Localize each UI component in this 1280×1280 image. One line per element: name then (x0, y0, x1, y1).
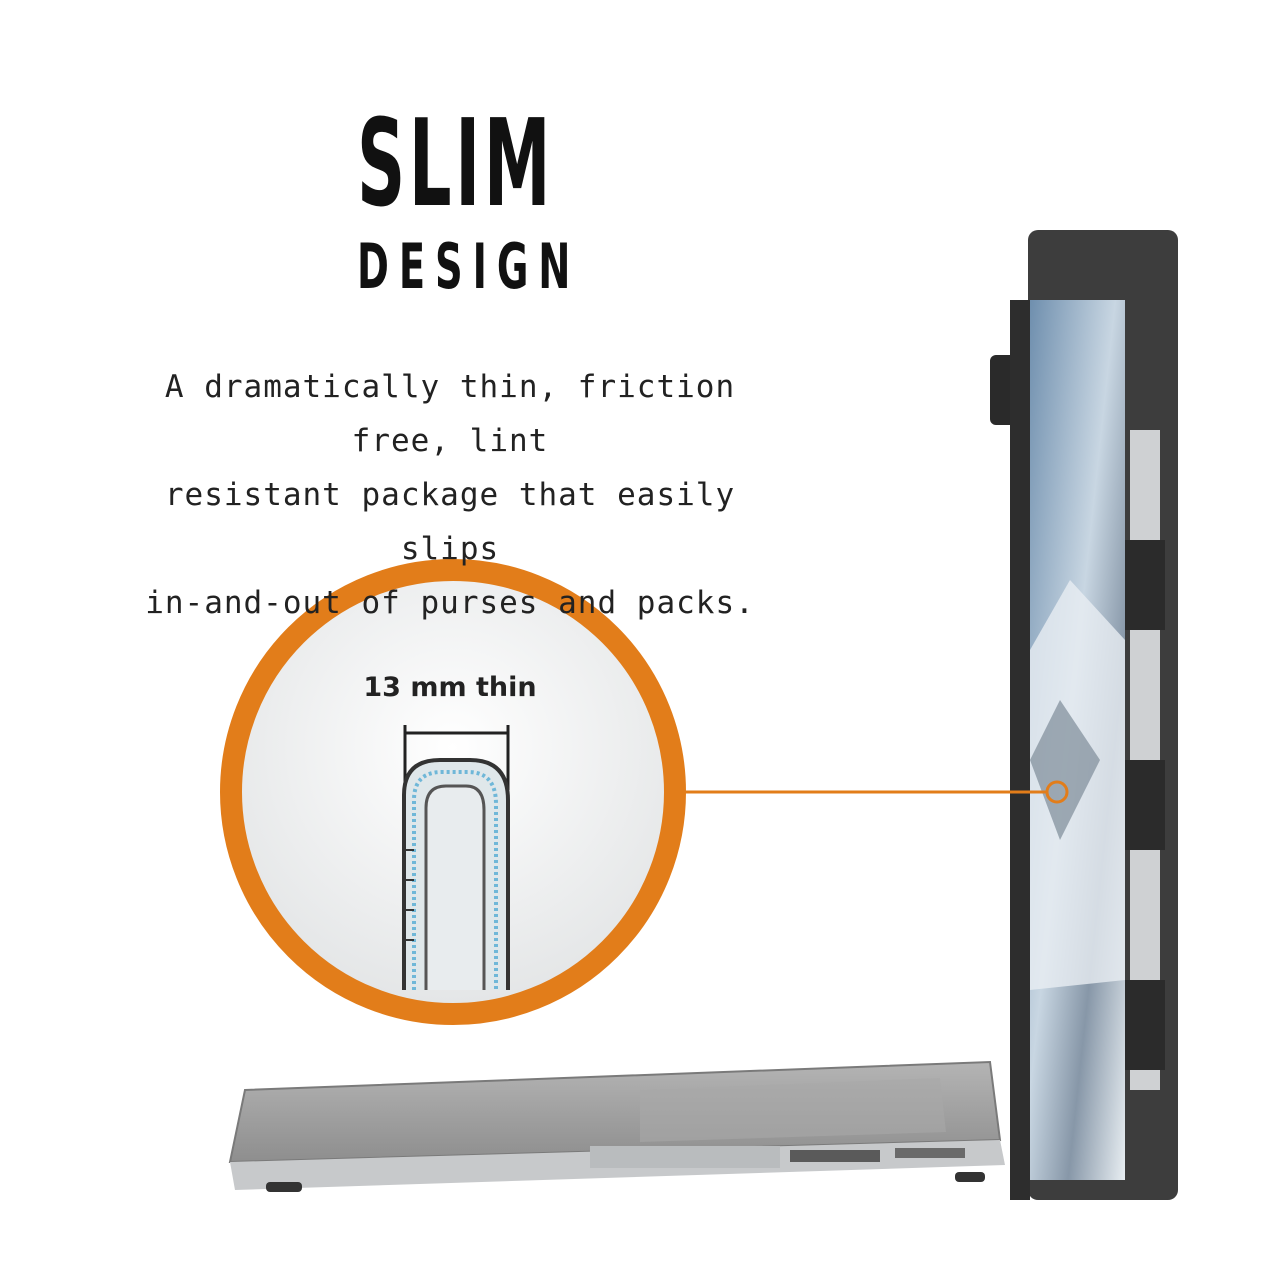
heading-slim: SLIM (357, 95, 555, 234)
laptop-screen-case (990, 230, 1178, 1200)
magnifier-callout-icon (220, 559, 686, 1025)
description: A dramatically thin, friction free, lint… (130, 360, 770, 630)
thickness-label: 13 mm thin (363, 672, 537, 703)
description-line: in-and-out of purses and packs. (145, 585, 755, 621)
description-line: resistant package that easily slips (164, 477, 736, 567)
laptop-base (228, 1060, 1005, 1192)
heading-design: DESIGN (357, 230, 581, 303)
description-line: A dramatically thin, friction free, lint (164, 369, 736, 459)
